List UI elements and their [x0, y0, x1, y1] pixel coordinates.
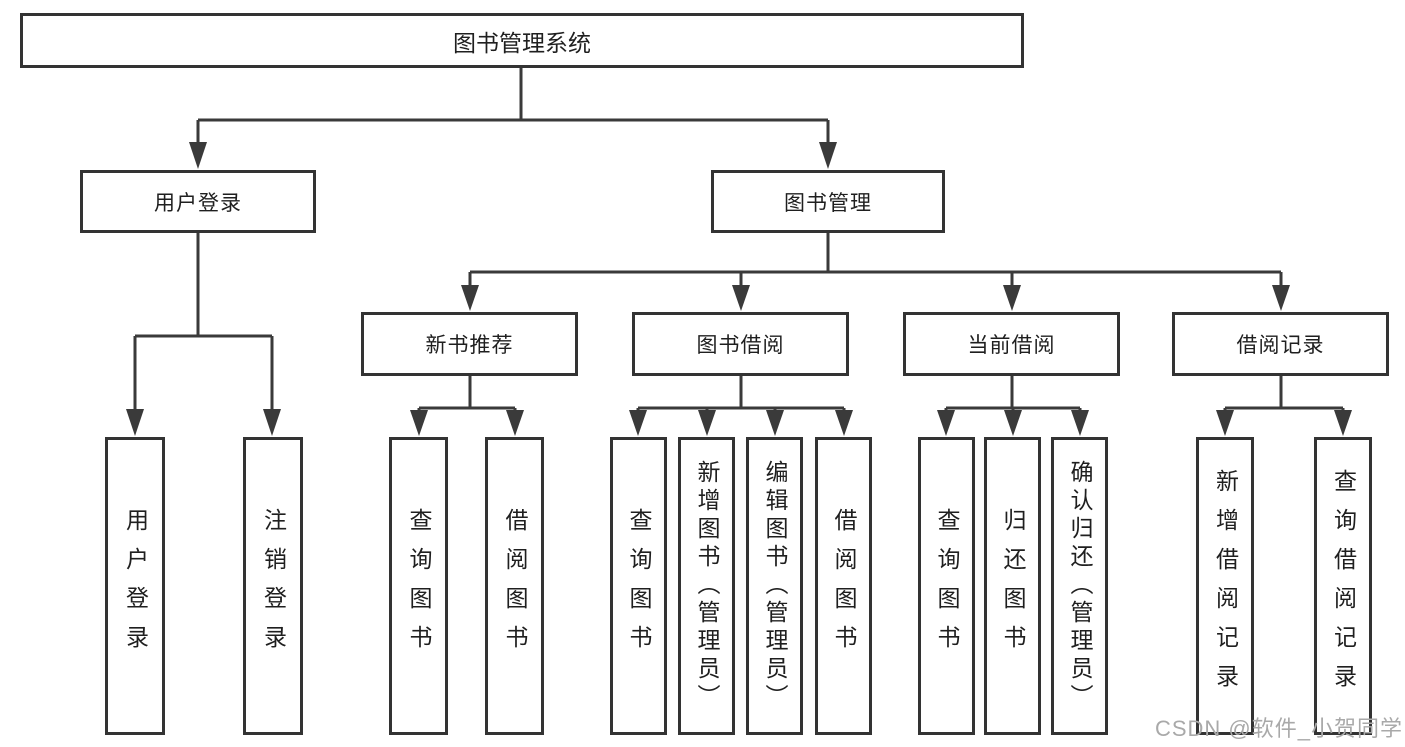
node-label: 用户登录	[154, 191, 242, 215]
node-label: 图书管理	[784, 191, 872, 215]
node-label: 查询图书	[406, 508, 432, 664]
node-label: 编辑图书（管理员）	[762, 460, 788, 712]
node-label: 新增图书（管理员）	[694, 460, 720, 712]
leaf-edit-books-admin: 编辑图书（管理员）	[746, 437, 803, 735]
node-label: 查询图书	[626, 508, 652, 664]
node-label: 借阅图书	[502, 508, 528, 664]
node-label: 当前借阅	[967, 334, 1056, 357]
leaf-user-login: 用户登录	[105, 437, 165, 735]
node-label: 查询借阅记录	[1330, 469, 1357, 703]
leaf-query-books-current: 查询图书	[918, 437, 975, 735]
leaf-query-books-borrow: 查询图书	[610, 437, 667, 735]
node-label: 用户登录	[122, 508, 149, 664]
leaf-query-books-recommend: 查询图书	[389, 437, 448, 735]
leaf-return-books: 归还图书	[984, 437, 1041, 735]
node-label: 图书借阅	[696, 334, 785, 357]
node-label: 归还图书	[1000, 508, 1026, 664]
leaf-borrow-books-recommend: 借阅图书	[485, 437, 544, 735]
node-user-login: 用户登录	[80, 170, 316, 233]
leaf-add-books-admin: 新增图书（管理员）	[678, 437, 735, 735]
leaf-add-borrow-record: 新增借阅记录	[1196, 437, 1254, 735]
csdn-watermark: CSDN @软件_小贺同学	[1154, 716, 1403, 741]
node-book-management: 图书管理	[711, 170, 945, 233]
node-new-book-recommendation: 新书推荐	[361, 312, 578, 376]
node-library-management-system: 图书管理系统	[20, 13, 1024, 68]
leaf-borrow-books: 借阅图书	[815, 437, 872, 735]
node-label: 借阅图书	[831, 508, 857, 664]
leaf-confirm-return-admin: 确认归还（管理员）	[1051, 437, 1108, 735]
node-borrowing-records: 借阅记录	[1172, 312, 1389, 376]
node-label: 新书推荐	[425, 334, 514, 357]
node-label: 新增借阅记录	[1212, 469, 1239, 703]
leaf-query-borrow-record: 查询借阅记录	[1314, 437, 1372, 735]
node-label: 确认归还（管理员）	[1067, 460, 1093, 712]
node-label: 查询图书	[934, 508, 960, 664]
leaf-logout: 注销登录	[243, 437, 303, 735]
node-current-borrowing: 当前借阅	[903, 312, 1120, 376]
node-book-borrowing: 图书借阅	[632, 312, 849, 376]
node-label: 注销登录	[260, 508, 287, 664]
node-label: 借阅记录	[1236, 334, 1325, 357]
node-label: 图书管理系统	[453, 29, 591, 56]
